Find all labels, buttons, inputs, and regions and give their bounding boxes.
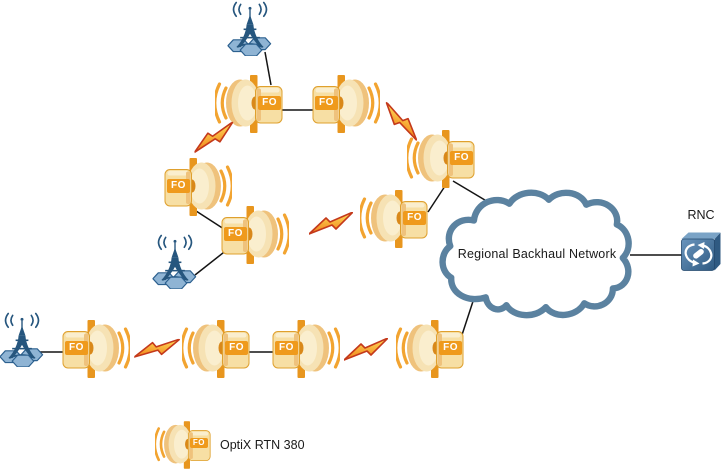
microwave-radio-icon: FO: [215, 75, 283, 133]
bts-tower-icon: [227, 1, 273, 56]
rnc-node: RNC: [678, 208, 724, 272]
fo-label: FO: [258, 96, 281, 110]
bts-tower-icon: [152, 234, 198, 289]
microwave-radio-icon: FO: [272, 320, 340, 378]
microwave-radio-icon: FO: [62, 320, 130, 378]
microwave-link-bolt-icon: [134, 335, 180, 363]
backhaul-cloud: Regional Backhaul Network: [437, 183, 637, 323]
fo-label: FO: [315, 96, 338, 110]
cloud-label: Regional Backhaul Network: [457, 247, 617, 261]
microwave-radio-icon: FO: [396, 320, 464, 378]
fo-label: FO: [439, 341, 462, 355]
microwave-link-bolt-icon: [344, 338, 388, 362]
microwave-radio-icon: FO: [221, 206, 289, 264]
rnc-router-icon: [680, 226, 722, 272]
microwave-radio-icon: FO: [312, 75, 380, 133]
microwave-radio-icon: FO: [182, 320, 250, 378]
legend-antenna-icon: FO: [155, 420, 211, 470]
microwave-radio-icon: FO: [360, 190, 428, 248]
legend-label: OptiX RTN 380: [220, 438, 305, 452]
bts-tower-icon: [0, 312, 45, 367]
fo-label: FO: [275, 341, 298, 355]
fo-label: FO: [189, 438, 208, 448]
rnc-label: RNC: [687, 208, 715, 222]
connection-line: [264, 51, 272, 86]
fo-label: FO: [403, 211, 426, 225]
fo-label: FO: [167, 179, 190, 193]
microwave-link-bolt-icon: [309, 212, 353, 236]
fo-label: FO: [450, 151, 473, 165]
connection-line: [194, 248, 229, 276]
microwave-radio-icon: FO: [407, 130, 475, 188]
fo-label: FO: [65, 341, 88, 355]
microwave-radio-icon: FO: [164, 158, 232, 216]
fo-label: FO: [225, 341, 248, 355]
connection-line: [192, 208, 228, 232]
fo-label: FO: [224, 227, 247, 241]
